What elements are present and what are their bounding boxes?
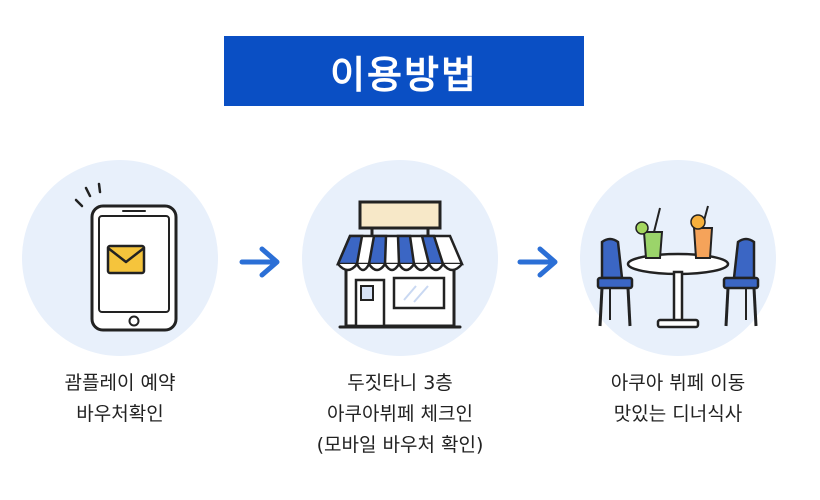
step-2-caption: 두짓타니 3층 아쿠아뷔페 체크인 (모바일 바우처 확인)	[280, 368, 520, 461]
step-1-line-1: 괌플레이 예약	[64, 372, 176, 394]
page-title: 이용방법	[330, 52, 478, 97]
restaurant-table-icon	[596, 205, 760, 329]
step-1-caption: 괌플레이 예약 바우처확인	[0, 368, 240, 430]
step-2-circle	[302, 160, 498, 356]
title-banner: 이용방법	[224, 36, 584, 106]
storefront-icon	[336, 200, 464, 329]
smartphone-message-icon	[74, 182, 178, 332]
step-3-line-1: 아쿠아 뷔페 이동	[610, 372, 746, 394]
step-1-circle	[22, 160, 218, 356]
arrow-right-icon	[517, 246, 558, 278]
step-2-line-2: 아쿠아뷔페 체크인	[327, 403, 473, 425]
step-2-line-3: (모바일 바우처 확인)	[316, 434, 484, 456]
step-2-line-1: 두짓타니 3층	[347, 372, 453, 394]
step-3-circle	[580, 160, 776, 356]
step-1-line-2: 바우처확인	[76, 403, 164, 425]
step-3-line-2: 맛있는 디너식사	[613, 403, 743, 425]
arrow-right-icon	[239, 246, 280, 278]
step-3-caption: 아쿠아 뷔페 이동 맛있는 디너식사	[558, 368, 798, 430]
